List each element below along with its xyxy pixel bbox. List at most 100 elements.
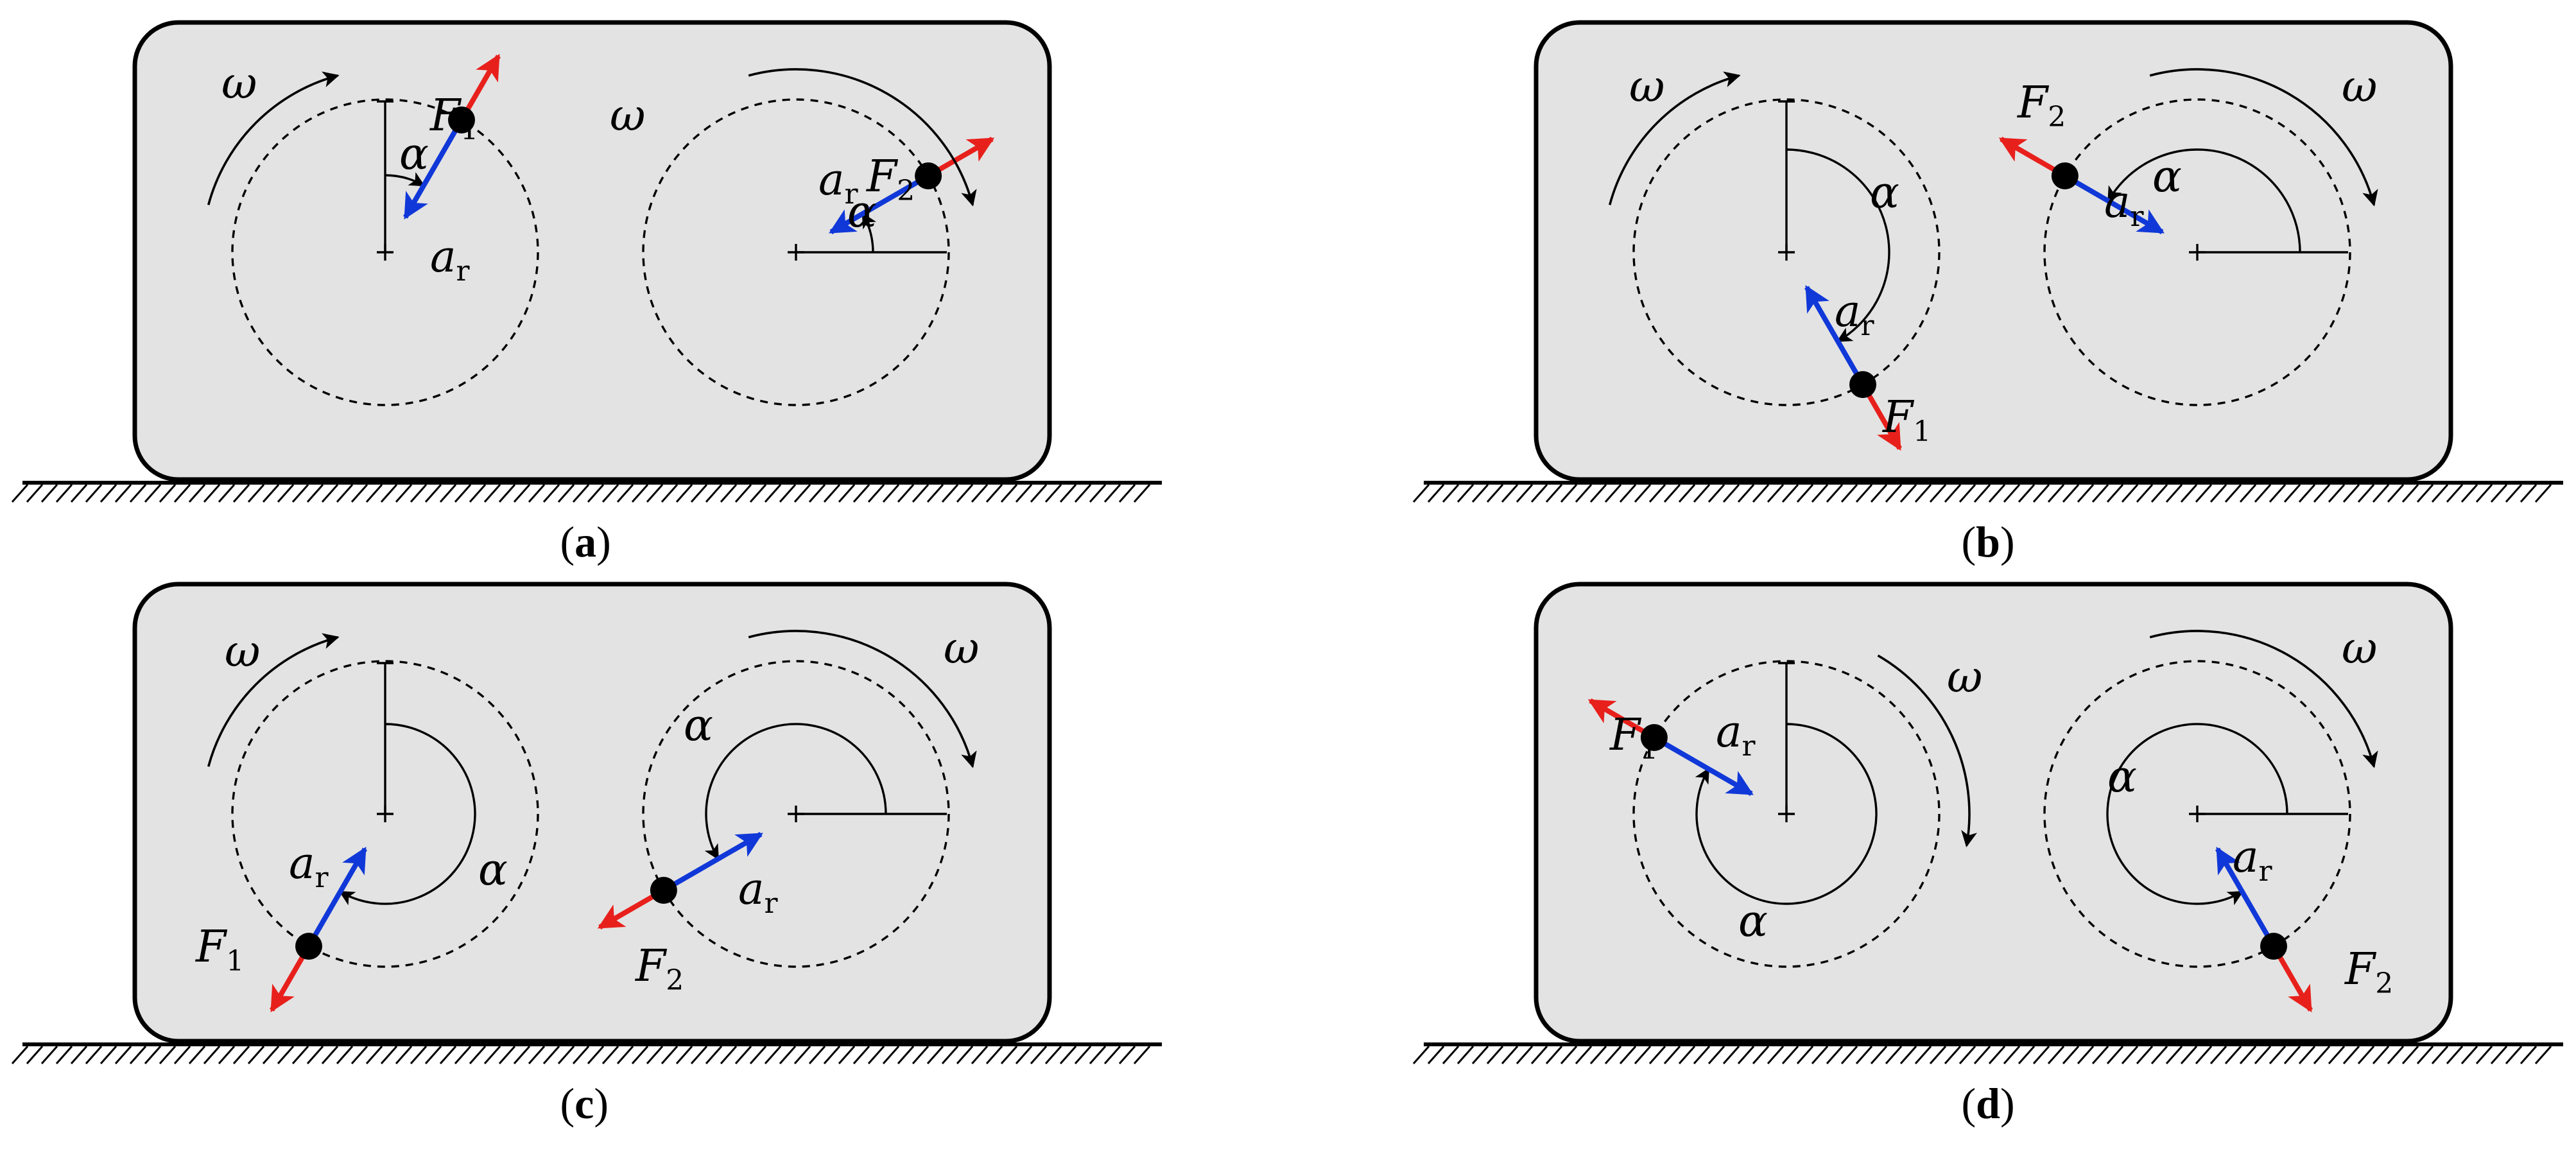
hatch-stroke — [2328, 1046, 2346, 1064]
hatch-stroke — [2062, 1046, 2080, 1064]
hatch-stroke — [1575, 1046, 1593, 1064]
alpha-label: α — [478, 845, 508, 895]
hatch-stroke — [1059, 484, 1077, 503]
omega-rotation-arrow — [2149, 630, 2378, 768]
hatch-stroke — [793, 484, 811, 503]
hatch-stroke — [2106, 1046, 2124, 1064]
hatch-stroke — [1501, 1046, 1519, 1064]
hatch-stroke — [159, 484, 177, 503]
hatch-stroke — [823, 484, 841, 503]
hatch-stroke — [1545, 1046, 1563, 1064]
hatch-stroke — [1457, 1046, 1474, 1064]
caption-close: ) — [596, 517, 611, 566]
hatch-stroke — [1471, 484, 1489, 503]
hatch-stroke — [675, 1046, 693, 1064]
hatch-stroke — [971, 1046, 989, 1064]
rotor-path-circle — [2043, 660, 2351, 968]
hatch-stroke — [1030, 484, 1048, 503]
acceleration-label-symbol: a — [738, 864, 765, 915]
hatch-stroke — [2062, 484, 2080, 503]
hatch-stroke — [114, 484, 132, 503]
hatch-stroke — [291, 1046, 309, 1064]
hatch-stroke — [1899, 484, 1917, 503]
caption-open: ( — [1962, 1079, 1976, 1128]
hatch-stroke — [587, 1046, 605, 1064]
hatch-stroke — [85, 484, 103, 503]
hatch-stroke — [1545, 484, 1563, 503]
caption-a: (a) — [560, 517, 611, 566]
alpha-label: α — [1870, 168, 1899, 218]
hatch-stroke — [1929, 1046, 1947, 1064]
hatch-stroke — [129, 484, 147, 503]
hatch-stroke — [1870, 1046, 1888, 1064]
hatch-stroke — [365, 484, 383, 503]
hatch-stroke — [1678, 1046, 1696, 1064]
hatch-stroke — [1412, 1046, 1430, 1064]
force-label: F1 — [1609, 710, 1658, 766]
hatch-stroke — [572, 1046, 590, 1064]
hatch-stroke — [2136, 1046, 2154, 1064]
acceleration-label-subscript: r — [456, 255, 471, 288]
hatch-stroke — [11, 484, 29, 503]
acceleration-label-symbol: a — [1835, 286, 1861, 337]
hatch-stroke — [616, 1046, 634, 1064]
hatch-stroke — [2269, 484, 2286, 503]
force-label-symbol: F — [1881, 392, 1915, 443]
hatch-stroke — [513, 1046, 531, 1064]
omega-rotation-arrow — [207, 71, 340, 205]
mass-dot — [448, 106, 475, 134]
hatch-stroke — [410, 1046, 428, 1064]
alpha-label: α — [2107, 752, 2137, 802]
hatch-stroke — [1133, 484, 1151, 503]
hatch-stroke — [2283, 1046, 2301, 1064]
hatch-stroke — [424, 1046, 442, 1064]
hatch-stroke — [2239, 484, 2257, 503]
hatch-stroke — [2077, 1046, 2095, 1064]
acceleration-label-symbol: a — [818, 155, 845, 205]
hatch-stroke — [2387, 1046, 2405, 1064]
hatch-stroke — [2401, 484, 2419, 503]
rotor-path-circle — [642, 660, 950, 968]
hatch-stroke — [2475, 1046, 2493, 1064]
hatch-stroke — [542, 484, 560, 503]
hatch-stroke — [882, 1046, 900, 1064]
hatch-stroke — [410, 484, 428, 503]
hatch-stroke — [646, 484, 664, 503]
force-label-subscript: 1 — [460, 114, 478, 146]
hatch-stroke — [247, 1046, 265, 1064]
caption-letter: b — [1976, 517, 2000, 566]
hatch-stroke — [2180, 1046, 2198, 1064]
hatch-stroke — [1648, 484, 1666, 503]
omega-rotation-arrow — [1608, 71, 1741, 205]
hatch-stroke — [616, 484, 634, 503]
hatch-stroke — [321, 484, 339, 503]
force-label: F1 — [429, 91, 478, 146]
hatch-stroke — [2446, 484, 2464, 503]
acceleration-label-symbol: a — [1716, 707, 1742, 757]
omega-label: ω — [2342, 62, 2377, 112]
hatch-stroke — [1118, 1046, 1136, 1064]
hatch-stroke — [380, 1046, 398, 1064]
hatch-stroke — [985, 1046, 1003, 1064]
hatch-stroke — [173, 1046, 191, 1064]
hatch-stroke — [1870, 484, 1888, 503]
hatch-stroke — [1737, 1046, 1755, 1064]
hatch-stroke — [705, 1046, 723, 1064]
hatch-stroke — [779, 484, 797, 503]
hatch-stroke — [661, 1046, 679, 1064]
hatch-stroke — [2269, 1046, 2286, 1064]
hatch-stroke — [926, 484, 944, 503]
omega-rotation-arrow — [748, 630, 977, 768]
hatch-stroke — [2342, 1046, 2360, 1064]
hatch-stroke — [528, 1046, 546, 1064]
acceleration-label-subscript: r — [765, 887, 779, 920]
hatch-stroke — [557, 484, 575, 503]
hatch-stroke — [2313, 484, 2331, 503]
hatch-stroke — [690, 1046, 708, 1064]
caption-open: ( — [1962, 517, 1976, 566]
ground-hatching — [11, 484, 1151, 503]
alpha-label-symbol: α — [399, 129, 429, 180]
hatch-stroke — [2283, 484, 2301, 503]
